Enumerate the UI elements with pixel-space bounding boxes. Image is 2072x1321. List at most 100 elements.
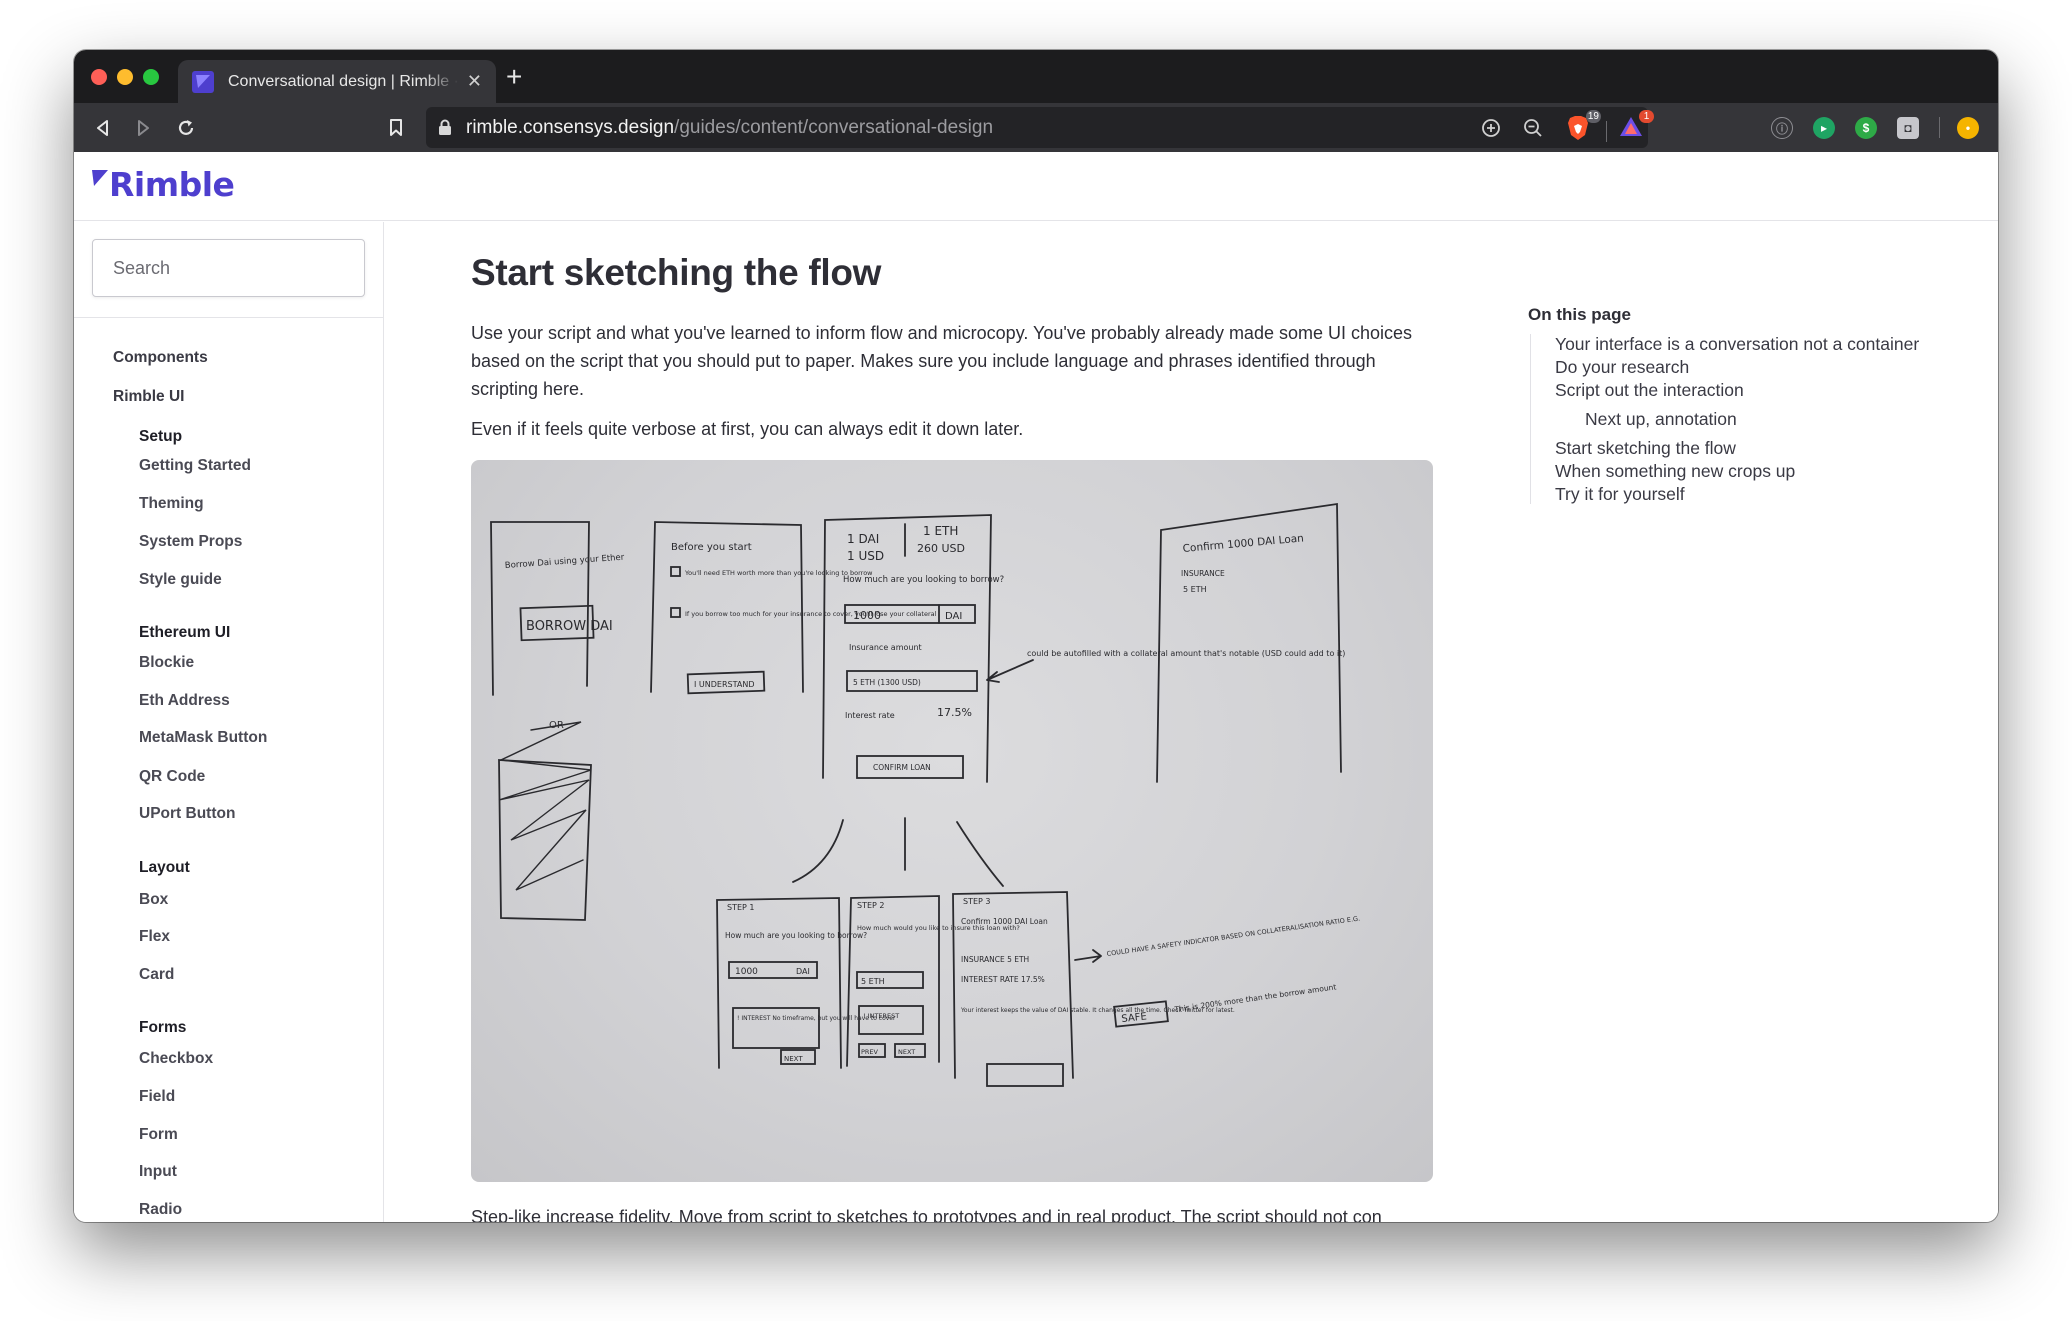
toc-item-research[interactable]: Do your research (1555, 357, 1690, 377)
brave-shields-count: 19 (1585, 110, 1601, 123)
step-1-question: How much are you looking to borrow? (725, 931, 867, 940)
screen-2-frame (650, 521, 804, 693)
new-tab-button[interactable]: + (506, 61, 523, 92)
reload-button[interactable] (172, 103, 200, 152)
screen-3-insurance-value: 5 ETH (1300 USD) (853, 678, 921, 687)
toc-item-new-crops[interactable]: When something new crops up (1555, 461, 1796, 481)
sidebar-heading-forms: Forms (139, 1019, 187, 1036)
step-2-prev-label: PREV (861, 1048, 879, 1056)
extension-info-icon[interactable]: ⓘ (1771, 117, 1793, 139)
window-maximize-button[interactable] (143, 69, 159, 85)
step-3-button (986, 1063, 1064, 1087)
screen-4-eth: 5 ETH (1183, 585, 1207, 594)
logo-text: Rimble (109, 165, 235, 204)
screen-1-text: Borrow Dai using your Ether (505, 553, 626, 571)
sidebar-item-form[interactable]: Form (139, 1126, 178, 1143)
back-button[interactable] (88, 103, 116, 152)
flow-sketch-image: Borrow Dai using your Ether BORROW DAI O… (471, 460, 1433, 1182)
screen-2-button-label: I UNDERSTAND (694, 680, 754, 689)
screen-4-frame (1156, 502, 1342, 783)
step-1-amount-box (728, 961, 818, 979)
search-input[interactable] (92, 239, 365, 297)
bookmark-button[interactable] (382, 103, 410, 152)
step-2-next (894, 1043, 926, 1058)
address-bar[interactable]: rimble.consensys.design/guides/content/c… (426, 107, 1654, 148)
screen-3-question: How much are you looking to borrow? (843, 575, 1004, 585)
screen-2-button (686, 670, 766, 695)
safe-label: SAFE (1121, 1011, 1147, 1025)
step-1-next (780, 1049, 816, 1065)
sidebar-item-input[interactable]: Input (139, 1163, 177, 1180)
step-2-question: How much would you like to insure this l… (857, 924, 1020, 932)
sidebar-item-eth-address[interactable]: Eth Address (139, 692, 230, 709)
forward-icon (138, 119, 149, 136)
sidebar-item-style-guide[interactable]: Style guide (139, 571, 222, 588)
sidebar-item-box[interactable]: Box (139, 891, 169, 908)
screen-3-rate-eth: 1 ETH (923, 524, 958, 538)
extension-play-icon[interactable]: ▸ (1813, 117, 1835, 139)
forward-button[interactable] (130, 103, 158, 152)
profile-avatar-icon[interactable]: • (1957, 117, 1979, 139)
sidebar-item-metamask-button[interactable]: MetaMask Button (139, 729, 268, 746)
toc-item-interface[interactable]: Your interface is a conversation not a c… (1555, 334, 1920, 354)
extension-dollar-icon[interactable]: $ (1855, 117, 1877, 139)
screen-3-rate-eth-usd: 260 USD (917, 542, 965, 555)
note-2-arrow (1074, 949, 1102, 963)
step-2-frame (846, 895, 940, 1067)
step-2-prev (858, 1043, 886, 1058)
zoom-out-icon[interactable] (1523, 118, 1543, 138)
site-header: Rimble (74, 152, 1998, 221)
sidebar-item-qr-code[interactable]: QR Code (139, 768, 206, 785)
brave-shields-button[interactable]: 19 (1566, 110, 1601, 141)
sidebar-item-blockie[interactable]: Blockie (139, 654, 195, 671)
screen-3-amount-box (844, 604, 976, 624)
step-2-next-label: NEXT (898, 1048, 915, 1056)
verbose-paragraph: Even if it feels quite verbose at first,… (471, 419, 1024, 439)
fidelity-paragraph-partial: Step-like increase fidelity. Move from s… (471, 1207, 1382, 1222)
search-area (74, 222, 383, 318)
browser-toolbar: rimble.consensys.design/guides/content/c… (74, 103, 1998, 152)
screen-4-insurance: INSURANCE (1181, 569, 1225, 578)
sidebar-item-theming[interactable]: Theming (139, 495, 204, 512)
flow-sketch-drawing: Borrow Dai using your Ether BORROW DAI O… (490, 502, 1361, 1087)
step-3-interest: INTEREST RATE 17.5% (961, 975, 1045, 984)
screen-3-insurance-label: Insurance amount (849, 643, 922, 652)
brave-rewards-button[interactable]: 1 (1619, 110, 1654, 141)
step-3-title: Confirm 1000 DAI Loan (961, 917, 1048, 926)
screen-3-amount: 1000 (853, 609, 881, 622)
url-path: /guides/content/conversational-design (674, 117, 994, 138)
sidebar-item-getting-started[interactable]: Getting Started (139, 457, 251, 474)
lock-icon (439, 119, 451, 135)
step-1-frame (716, 897, 842, 1069)
toc-item-sketching[interactable]: Start sketching the flow (1555, 438, 1736, 458)
sidebar-item-field[interactable]: Field (139, 1088, 176, 1105)
back-icon (97, 119, 108, 136)
screen-1-button (519, 604, 595, 642)
brave-rewards-count: 1 (1639, 110, 1654, 123)
brave-lion-icon (1568, 116, 1588, 140)
window-minimize-button[interactable] (117, 69, 133, 85)
reload-icon (178, 119, 194, 135)
tab-close-icon[interactable]: ✕ (466, 71, 482, 91)
extension-camera-icon[interactable]: ◘ (1897, 117, 1919, 139)
sidebar-item-checkbox[interactable]: Checkbox (139, 1050, 214, 1067)
step-3-frame (952, 891, 1074, 1079)
toc-item-annotation[interactable]: Next up, annotation (1585, 409, 1737, 429)
add-page-icon[interactable] (1481, 118, 1501, 138)
sidebar-item-card[interactable]: Card (139, 966, 175, 983)
note-2-text: COULD HAVE A SAFETY INDICATOR BASED ON C… (1106, 914, 1360, 958)
toolbar-separator (1939, 117, 1940, 138)
toc-item-script[interactable]: Script out the interaction (1555, 380, 1744, 400)
window-close-button[interactable] (91, 69, 107, 85)
sidebar-item-rimble-ui[interactable]: Rimble UI (113, 388, 185, 405)
browser-tab[interactable]: Conversational design | Rimble · ConsenS… (178, 60, 496, 103)
screen-3-confirm-label: CONFIRM LOAN (873, 763, 931, 772)
sidebar-item-uport-button[interactable]: UPort Button (139, 805, 236, 822)
sidebar-item-components[interactable]: Components (113, 349, 208, 366)
sidebar-item-system-props[interactable]: System Props (139, 533, 243, 550)
toc-item-try-it[interactable]: Try it for yourself (1555, 484, 1685, 504)
sidebar-item-radio[interactable]: Radio (139, 1201, 183, 1218)
rimble-logo[interactable]: Rimble (92, 165, 235, 204)
sidebar-item-flex[interactable]: Flex (139, 928, 171, 945)
note-3-text: This is 200% more than the borrow amount (1173, 982, 1337, 1014)
